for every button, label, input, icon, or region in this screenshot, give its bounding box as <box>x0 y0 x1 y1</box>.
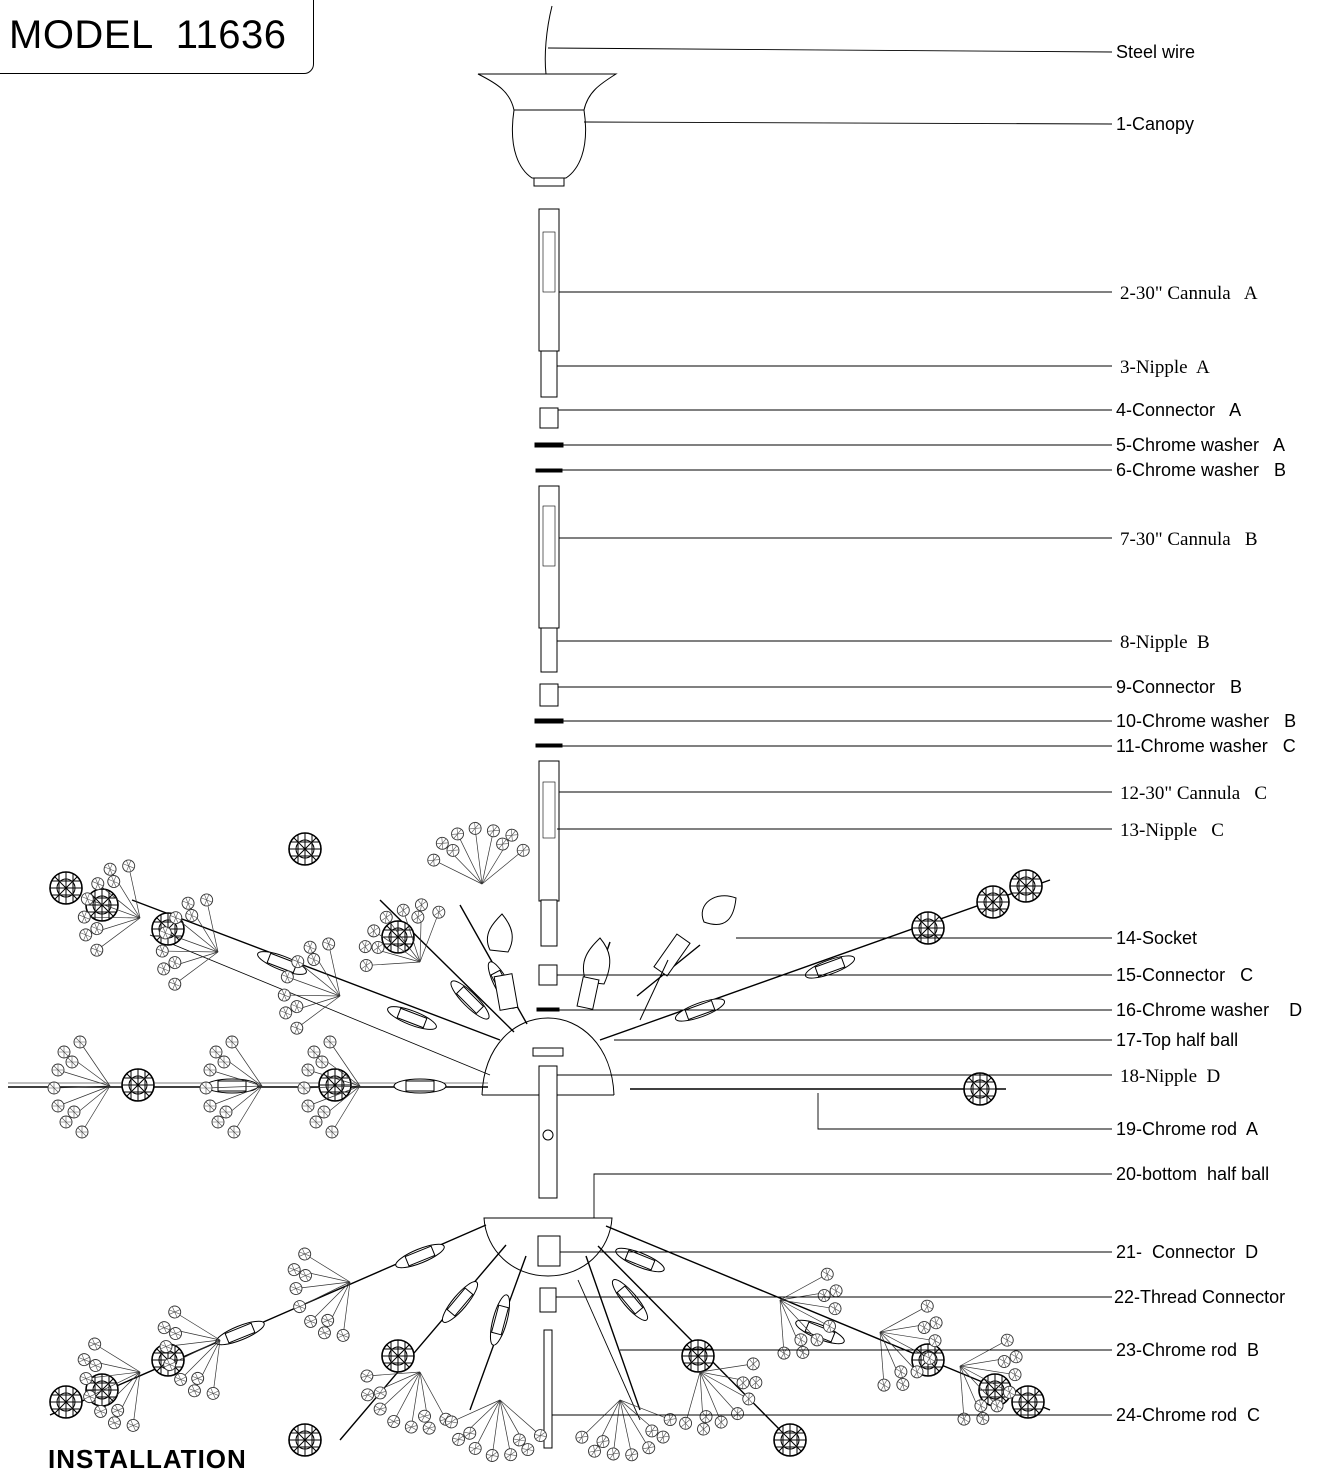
label-cannula-a: 2-30" Cannula A <box>1120 283 1258 304</box>
label-washer-b2: 10-Chrome washer B <box>1116 711 1296 731</box>
connector-c-shape <box>538 964 558 986</box>
connector-d-shape <box>537 1235 561 1267</box>
label-connector-a: 4-Connector A <box>1116 400 1241 420</box>
label-connector-b: 9-Connector B <box>1116 677 1242 697</box>
nipple-b-shape <box>540 627 558 673</box>
model-label: MODEL <box>9 12 154 57</box>
label-nipple-d: 18-Nipple D <box>1120 1066 1220 1087</box>
label-connector-d: 21- Connector D <box>1116 1242 1258 1262</box>
cannula-a-shape <box>538 208 560 352</box>
canopy-shape <box>477 73 618 187</box>
candle-bulbs <box>486 895 737 1021</box>
model-title-box: MODEL 11636 <box>0 0 314 74</box>
label-top-half-ball: 17-Top half ball <box>1116 1030 1238 1050</box>
label-socket: 14-Socket <box>1116 928 1197 948</box>
label-cannula-c: 12-30" Cannula C <box>1120 783 1267 804</box>
thread-connector-shape <box>539 1287 557 1313</box>
leader-lines <box>547 47 1113 1416</box>
nipple-a-shape <box>540 350 558 398</box>
label-washer-d: 16-Chrome washer D <box>1116 1000 1302 1020</box>
washer-a-shape <box>534 442 564 448</box>
label-nipple-c: 13-Nipple C <box>1120 820 1224 841</box>
label-canopy: 1-Canopy <box>1116 114 1194 134</box>
label-washer-b: 6-Chrome washer B <box>1116 460 1286 480</box>
label-chrome-rod-a: 19-Chrome rod A <box>1116 1119 1258 1139</box>
model-number: 11636 <box>175 12 287 57</box>
nipple-d-column <box>540 899 558 947</box>
label-thread-connector: 22-Thread Connector <box>1114 1287 1285 1307</box>
chrome-rod-c-shape <box>543 1329 553 1449</box>
label-washer-c: 11-Chrome washer C <box>1116 736 1296 756</box>
central-column <box>477 5 618 1449</box>
washer-d-shape <box>536 1007 560 1012</box>
part-labels: Steel wire 1-Canopy 2-30" Cannula A 3-Ni… <box>1114 42 1302 1425</box>
connector-b-shape <box>539 683 559 707</box>
label-chrome-rod-c: 24-Chrome rod C <box>1116 1405 1260 1425</box>
label-nipple-a: 3-Nipple A <box>1120 357 1210 378</box>
steel-wire-shape <box>544 5 553 75</box>
label-connector-c: 15-Connector C <box>1116 965 1253 985</box>
label-cannula-b: 7-30" Cannula B <box>1120 529 1258 550</box>
washer-b2-shape <box>534 718 564 724</box>
label-steel-wire: Steel wire <box>1116 42 1195 62</box>
connector-a-shape <box>539 407 559 429</box>
upper-left-arms <box>8 899 528 1088</box>
label-chrome-rod-b: 23-Chrome rod B <box>1116 1340 1259 1360</box>
washer-b-shape <box>535 468 563 473</box>
cannula-b-shape <box>538 485 560 629</box>
label-nipple-b: 8-Nipple B <box>1120 632 1210 653</box>
label-washer-a: 5-Chrome washer A <box>1116 435 1285 455</box>
installation-heading: INSTALLATION <box>48 1444 247 1474</box>
label-bottom-half-ball: 20-bottom half ball <box>1116 1164 1269 1184</box>
washer-c-shape <box>535 743 563 748</box>
